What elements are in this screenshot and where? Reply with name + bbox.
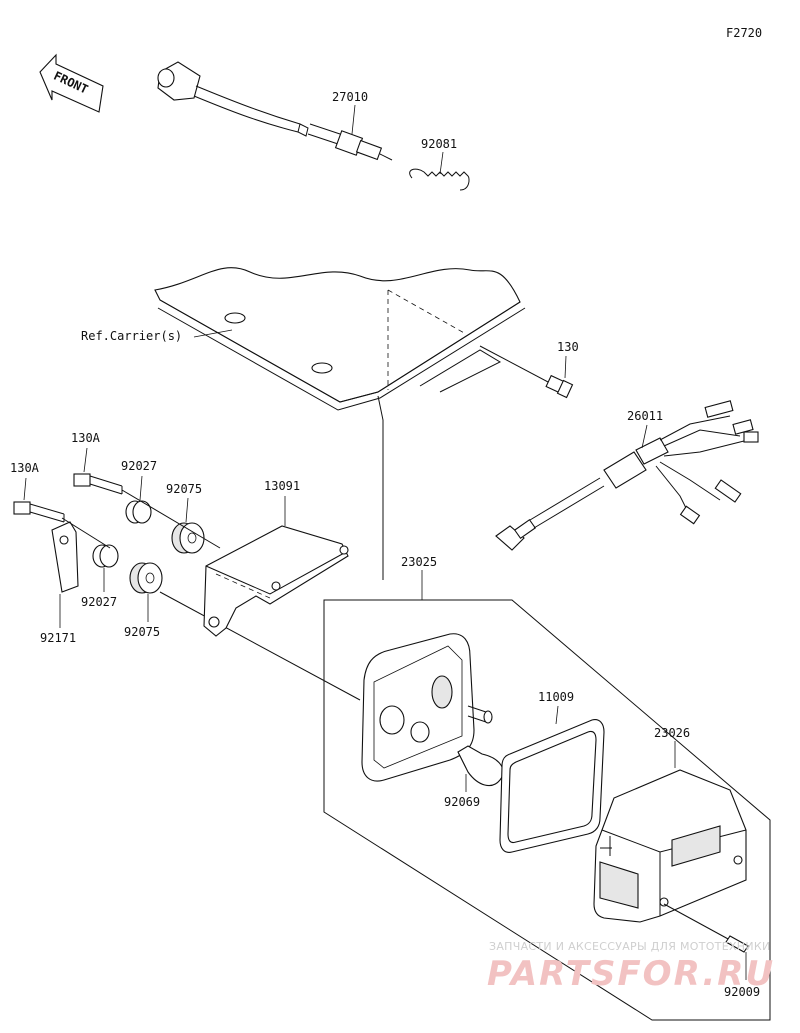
part-label-92075-lower: 92075	[124, 625, 160, 639]
assembly-box-23025	[323, 599, 771, 1021]
spring-92081	[409, 168, 470, 191]
part-label-92027-lower: 92027	[81, 595, 117, 609]
clamp-92171	[51, 521, 79, 593]
watermark-tagline: ЗАПЧАСТИ И АКСЕССУАРЫ ДЛЯ МОТОТЕХНИКИ	[489, 940, 771, 953]
collar-92027-lower	[92, 544, 119, 568]
watermark: ЗАПЧАСТИ И АКСЕССУАРЫ ДЛЯ МОТОТЕХНИКИ PA…	[487, 940, 775, 994]
ref-label: Ref.Carrier(s)	[81, 329, 182, 343]
watermark-brand: PARTSFOR.RU	[487, 954, 775, 994]
part-label-130a-upper: 130A	[71, 431, 101, 445]
part-label-92069: 92069	[444, 795, 480, 809]
part-label-27010: 27010	[332, 90, 368, 104]
part-label-92009: 92009	[724, 985, 760, 999]
grommet-92075-upper	[171, 522, 205, 554]
part-label-13091: 13091	[264, 479, 300, 493]
part-label-92075-upper: 92075	[166, 482, 202, 496]
bolt-130	[479, 345, 574, 399]
part-label-26011: 26011	[627, 409, 663, 423]
lens-23026	[593, 769, 747, 923]
part-label-92027-upper: 92027	[121, 459, 157, 473]
grommet-92075-lower	[129, 562, 163, 594]
front-arrow-icon: FRONT	[39, 53, 104, 113]
part-label-92171: 92171	[40, 631, 76, 645]
part-label-11009: 11009	[538, 690, 574, 704]
gasket-11009	[499, 719, 605, 853]
stop-switch-27010	[157, 61, 393, 161]
lamp-base	[361, 633, 493, 782]
part-label-130: 130	[557, 340, 579, 354]
part-label-23025: 23025	[401, 555, 437, 569]
carrier-plate	[154, 267, 526, 580]
screw-92009	[663, 903, 749, 953]
bulb-92069	[457, 745, 504, 787]
figure-code: F2720	[726, 26, 762, 40]
bolt-130a-lower	[13, 501, 65, 523]
part-label-130a-lower: 130A	[10, 461, 40, 475]
bracket-13091	[203, 525, 349, 637]
harness-26011	[495, 400, 759, 551]
part-label-92081: 92081	[421, 137, 457, 151]
part-label-23026: 23026	[654, 726, 690, 740]
bolt-130a-upper	[73, 473, 123, 495]
collar-92027-upper	[125, 500, 152, 524]
